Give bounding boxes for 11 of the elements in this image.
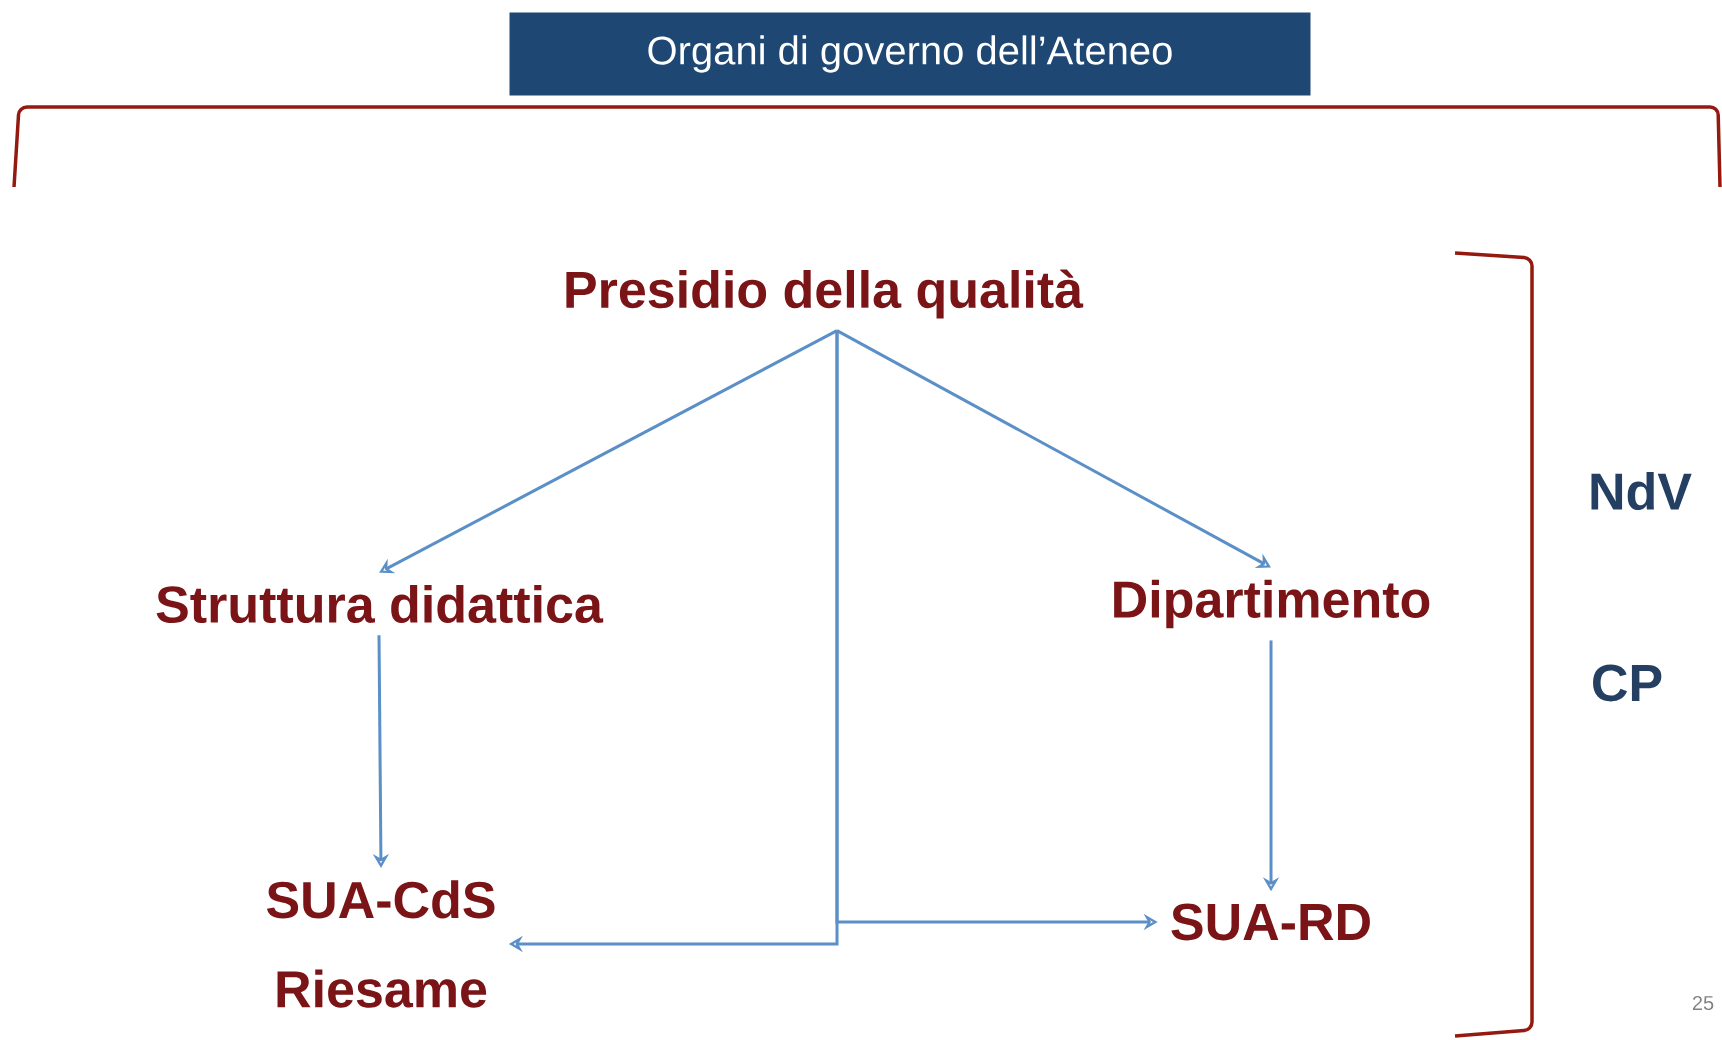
page-number: 25 [1692,995,1714,1011]
side-label: NdV [1591,471,1692,511]
title-box: Organi di governo dell’Ateneo [509,12,1311,96]
node-label: Dipartimento [1114,579,1430,629]
node-label: Presidio della qualità [566,269,1084,319]
node-label: SUA-RD [1171,903,1370,941]
node-label: Struttura didattica [156,584,604,624]
arrow [836,329,1271,568]
arrow [379,329,838,574]
side-label: CP [1593,664,1662,702]
node-label: SUA-CdS Riesame [266,880,495,1008]
